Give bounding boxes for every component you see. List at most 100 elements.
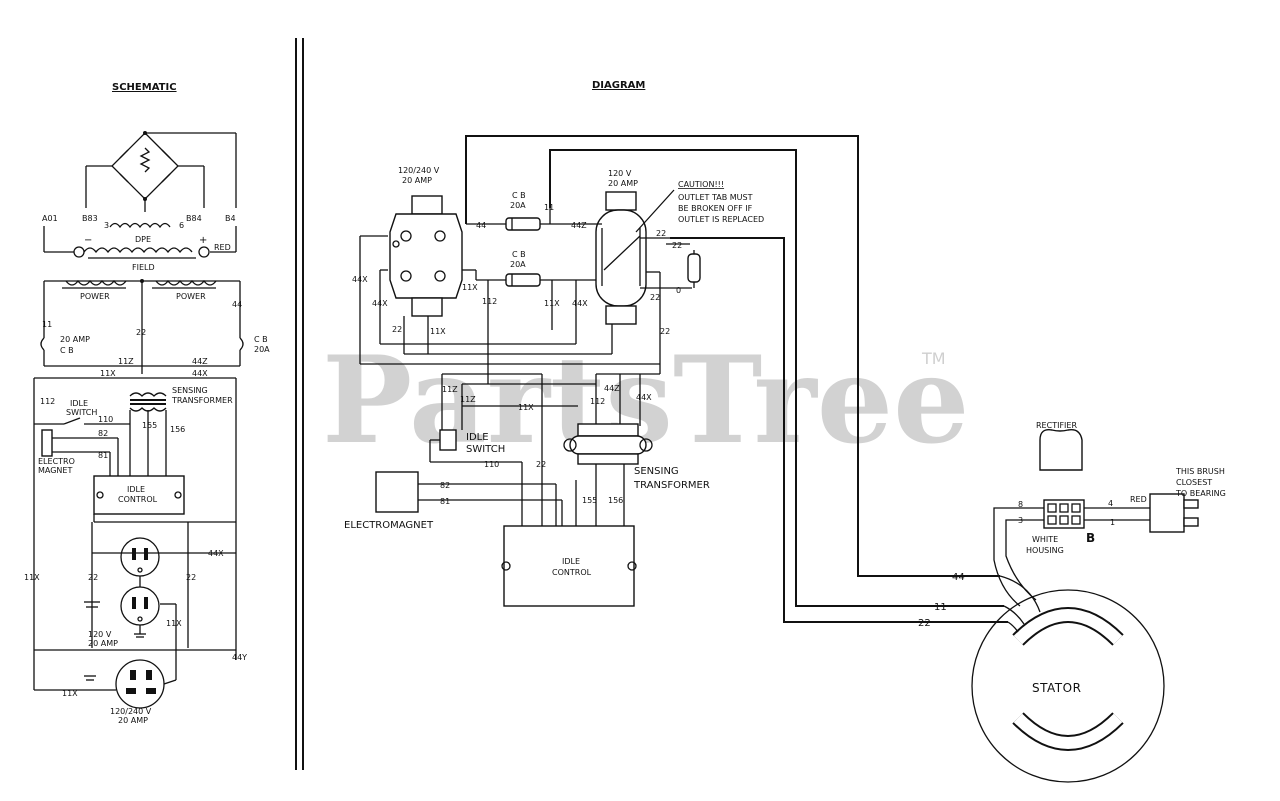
diag-wire-22a: 22: [656, 229, 666, 238]
diag-wire-44x-c: 44X: [572, 299, 588, 308]
wire-11-harness: [549, 149, 1004, 607]
electromagnet-label: ELECTROMAGNET: [344, 520, 434, 531]
sch-wire-a01: A01: [42, 214, 58, 223]
sch-cb-right: C B: [254, 335, 268, 344]
stator-wire-22: 22: [918, 618, 931, 629]
rectifier-label: RECTIFIER: [1036, 421, 1077, 430]
sch-cb-20amp: 20 AMP: [60, 335, 90, 344]
sensing-transformer: [563, 423, 653, 465]
cb-top: [505, 217, 541, 231]
stator-label: STATOR: [1032, 681, 1081, 695]
sch-cb-label: C B: [60, 346, 74, 355]
electromagnet: [375, 471, 419, 513]
sch-wire-44: 44: [232, 300, 242, 309]
diagram-title: DIAGRAM: [592, 80, 645, 91]
diag-wire-112-b: 112: [590, 397, 605, 406]
sch-idle-1: IDLE: [70, 399, 88, 408]
brush-label-2: CLOSEST: [1176, 478, 1212, 487]
diag-wire-44x-d: 44X: [636, 393, 652, 402]
sch-wire-44x-b: 44X: [208, 549, 224, 558]
diag-wire-156: 156: [608, 496, 623, 505]
sch-wire-b4: B4: [225, 214, 236, 223]
sch-sensing-1: SENSING: [172, 386, 208, 395]
diag-wire-82: 82: [440, 481, 450, 490]
cb-top-label-1: C B: [512, 191, 526, 200]
diag-wire-11z-a: 11Z: [442, 385, 458, 394]
diag-wire-44z: 44Z: [571, 221, 587, 230]
sch-node-6: 6: [179, 221, 184, 230]
brush-label-3: TO BEARING: [1175, 489, 1226, 498]
bridge-rectifier-symbol: [111, 131, 179, 201]
ground-pigtail: [687, 250, 701, 288]
sensing-label-2: TRANSFORMER: [633, 480, 710, 491]
diag-wire-81: 81: [440, 497, 450, 506]
diag-wire-112: 112: [482, 297, 497, 306]
wire-44-harness: [465, 135, 1000, 577]
diag-wire-22c: 22: [650, 293, 660, 302]
stator-wire-44: 44: [952, 572, 965, 583]
diag-wire-0: 0: [676, 286, 681, 295]
schematic-section: A01 B83 B84 B4 3 6 DPE − + RED FIELD POW…: [24, 131, 270, 725]
sch-idle-ctrl-1: IDLE: [127, 485, 145, 494]
sch-wire-82: 82: [98, 429, 108, 438]
sch-wire-11: 11: [42, 320, 52, 329]
diag-wire-44x-a: 44X: [352, 275, 368, 284]
idle-control-label-2: CONTROL: [552, 568, 592, 577]
brush-wire-1: 1: [1110, 518, 1115, 527]
idle-control-label-1: IDLE: [562, 557, 580, 566]
sch-receptacle-240v: [115, 659, 165, 709]
idle-control-box: [503, 525, 635, 607]
diag-wire-11x-c: 11X: [544, 299, 560, 308]
sch-wire-44x: 44X: [192, 369, 208, 378]
brush-assembly: [1149, 493, 1199, 533]
caution-title: CAUTION!!!: [678, 180, 724, 189]
diag-wire-155: 155: [582, 496, 597, 505]
power-winding-2: [155, 279, 217, 286]
cb-left-symbol: [40, 337, 45, 351]
diag-wire-11: 11: [544, 203, 554, 212]
sch-wire-11x-bot: 11X: [62, 689, 78, 698]
power-winding-1: [65, 279, 127, 286]
sch-electro-1: ELECTRO: [38, 457, 75, 466]
diag-wire-22b: 22: [672, 241, 682, 250]
field-coil: [83, 247, 193, 254]
power-label-1: POWER: [80, 292, 110, 301]
sch-bot-240v: 120/240 V: [110, 707, 152, 716]
sch-wire-11x: 11X: [100, 369, 116, 378]
sch-wire-156: 156: [170, 425, 185, 434]
brush-positive: [198, 246, 210, 258]
sch-wire-110: 110: [98, 415, 113, 424]
sch-wire-81: 81: [98, 451, 108, 460]
white-housing-1: WHITE: [1032, 535, 1058, 544]
dpe-label: DPE: [135, 235, 151, 244]
brush-red-label: RED: [1130, 495, 1147, 504]
sch-plus: +: [199, 235, 207, 246]
stator-wire-8: 8: [1018, 500, 1023, 509]
sch-red: RED: [214, 243, 231, 252]
stator-wire-11: 11: [934, 602, 947, 613]
stator: [971, 589, 1165, 783]
caution-line-4: OUTLET IS REPLACED: [678, 215, 764, 224]
sch-wire-11z: 11Z: [118, 357, 134, 366]
sch-idle-control-box: [93, 475, 185, 515]
power-label-2: POWER: [176, 292, 206, 301]
sch-20amp: 20 AMP: [88, 639, 118, 648]
cb-top-label-2: 20A: [510, 201, 526, 210]
sch-wire-22: 22: [136, 328, 146, 337]
diagram-section: 120/240 V 20 AMP 120 V 20 AMP CAUTION!!!…: [344, 135, 1226, 783]
diag-wire-44z-b: 44Z: [604, 384, 620, 393]
sensing-transformer-coil-top: [129, 392, 167, 397]
wire-22-harness: [670, 237, 1008, 623]
idle-switch-label-1: IDLE: [466, 432, 489, 443]
sensing-label-1: SENSING: [634, 466, 679, 477]
sch-node-3: 3: [104, 221, 109, 230]
rec240-label-2: 20 AMP: [402, 176, 432, 185]
field-label: FIELD: [132, 263, 155, 272]
white-housing-2: HOUSING: [1026, 546, 1064, 555]
idle-switch: [429, 429, 522, 463]
brush-label-1: THIS BRUSH: [1175, 467, 1225, 476]
diag-wire-11x-a: 11X: [462, 283, 478, 292]
sch-idle-2: SWITCH: [66, 408, 97, 417]
diag-wire-44: 44: [476, 221, 486, 230]
